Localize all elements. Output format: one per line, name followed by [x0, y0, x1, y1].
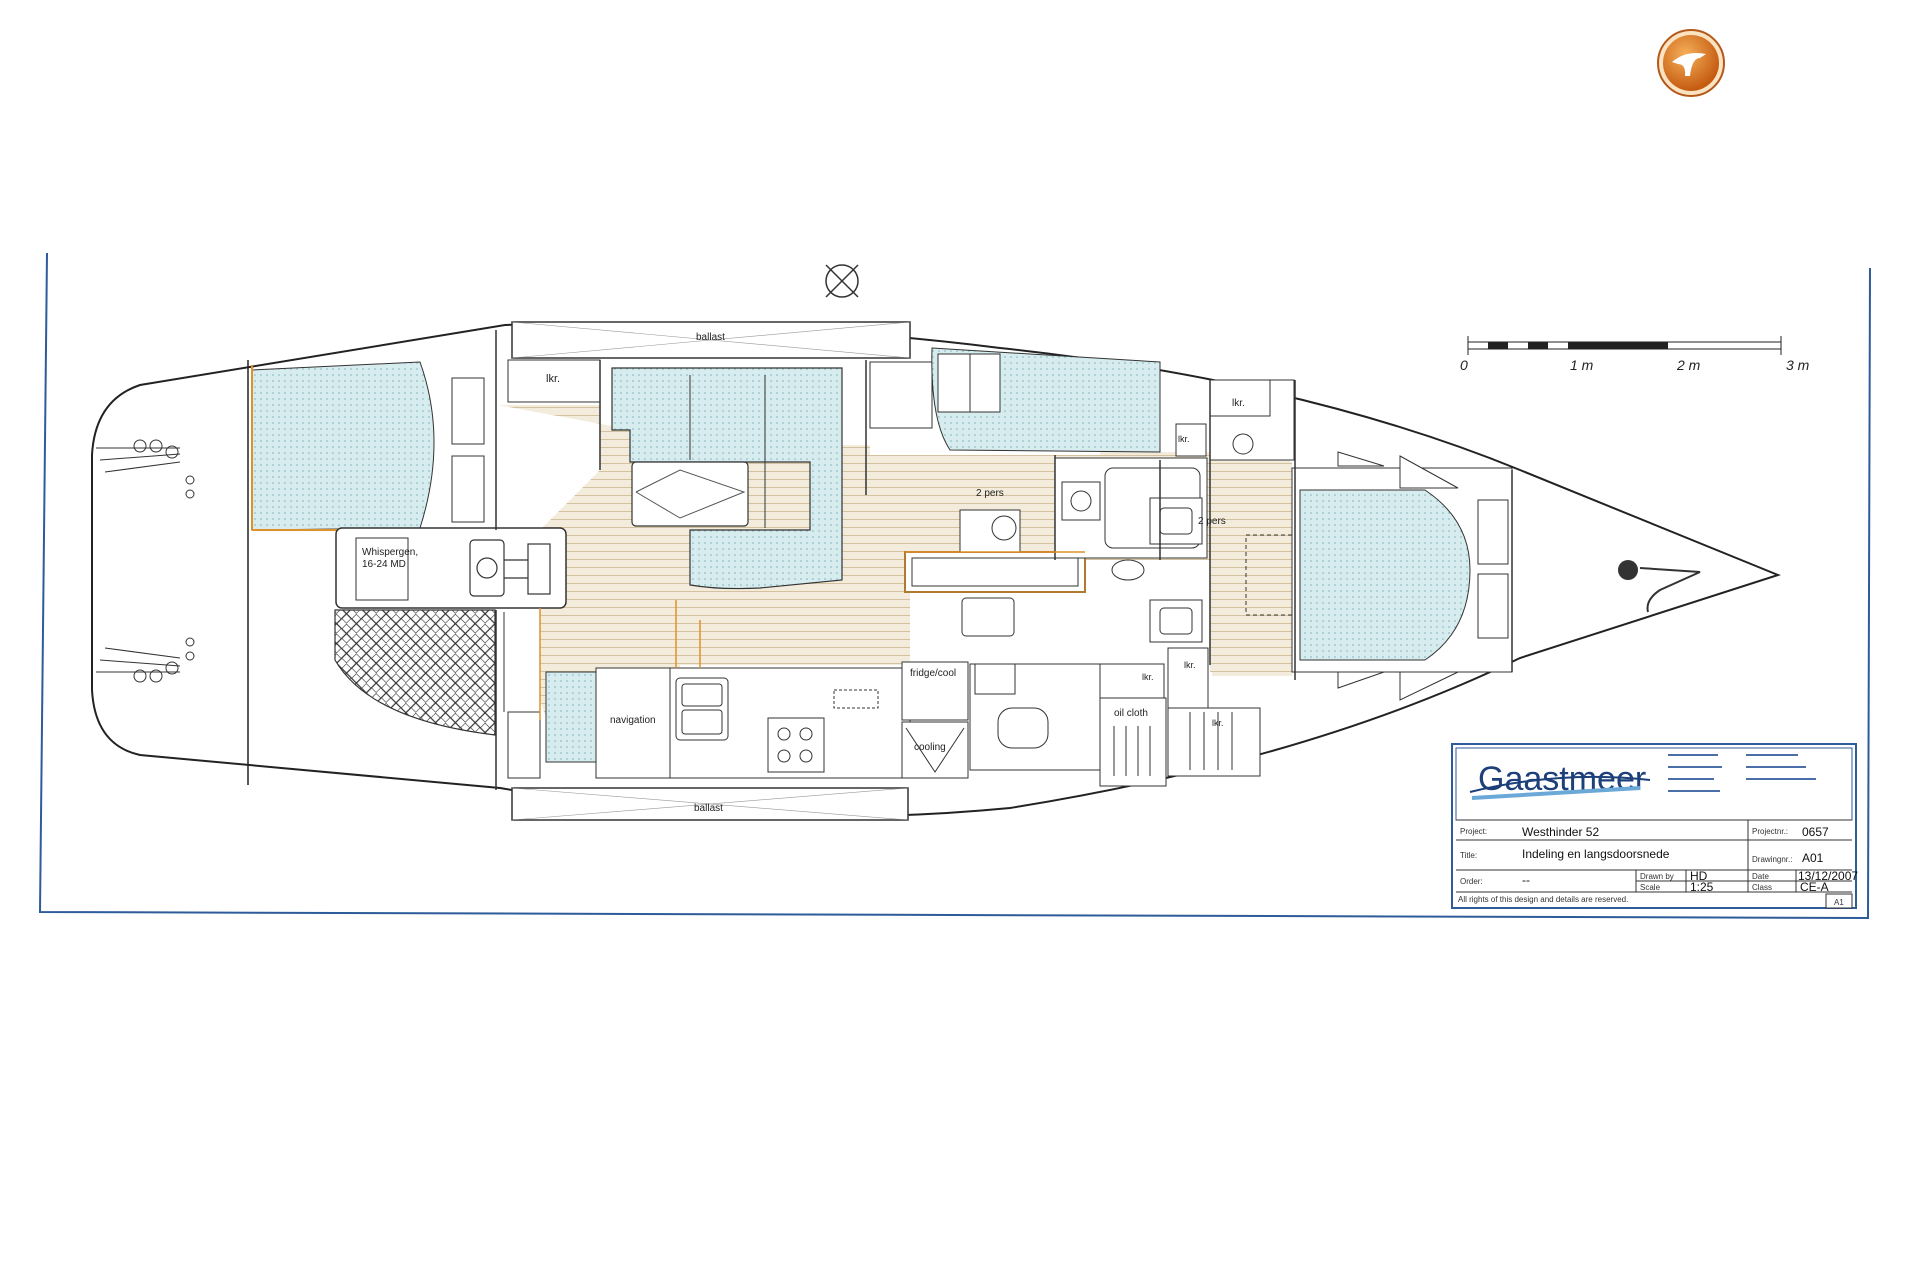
drawingnr-value: A01	[1802, 851, 1824, 865]
nav-seat	[545, 671, 597, 763]
toilet-mid	[1111, 559, 1145, 581]
locker-label: lkr.	[1142, 672, 1154, 682]
hanging-locker	[1167, 707, 1261, 777]
aft-bunk	[251, 361, 435, 531]
wc-forward-2	[1149, 599, 1203, 643]
scale-tick: 0	[1460, 357, 1468, 373]
cushion	[969, 353, 1001, 413]
cooling-label: cooling	[914, 742, 946, 753]
date-label: Date	[1752, 872, 1769, 881]
cushion	[451, 455, 485, 523]
cushion	[1477, 573, 1509, 639]
fwd-bunk	[1299, 489, 1471, 661]
scale-tick: 3 m	[1786, 357, 1810, 373]
aft-locker-lower	[507, 711, 541, 779]
scale-value: 1:25	[1690, 880, 1714, 894]
locker-label: lkr.	[1178, 434, 1190, 444]
two-pers-mid: 2 pers	[976, 488, 1004, 499]
cushion	[937, 353, 971, 413]
projectnr-label: Projectnr.:	[1752, 827, 1788, 836]
locker-lower-a	[1099, 663, 1165, 699]
fridge-label: fridge/cool	[910, 668, 956, 679]
scale-bar: 0 1 m 2 m 3 m	[1460, 336, 1810, 373]
generator-label: Whispergen,	[362, 547, 418, 558]
boat-logo-icon	[1657, 29, 1725, 97]
project-value: Westhinder 52	[1522, 825, 1599, 839]
bulkheads	[495, 330, 1296, 790]
basin-lower	[974, 663, 1016, 695]
fridge	[901, 661, 969, 721]
sheet-frame	[38, 252, 1871, 920]
cushion	[1477, 499, 1509, 565]
drawingnr-label: Drawingnr.:	[1752, 855, 1792, 864]
class-label: Class	[1752, 883, 1772, 892]
cockpit-grating	[334, 609, 496, 736]
stove	[767, 717, 825, 773]
nav-label: navigation	[610, 715, 656, 726]
washbasin	[1061, 481, 1101, 521]
title-block: Gaastmeer Project: Westhinder 52 Project…	[1451, 743, 1858, 909]
sheet-size: A1	[1834, 898, 1844, 907]
fwd-basin	[1232, 433, 1254, 455]
scale-tick: 2 m	[1676, 357, 1701, 373]
locker-lower-b	[1167, 647, 1209, 709]
order-value: --	[1522, 873, 1530, 887]
ballast-bottom-label: ballast	[694, 803, 723, 814]
stern-fittings	[96, 439, 195, 683]
cooling	[901, 721, 969, 779]
compass-rose-icon	[825, 264, 859, 298]
rights-note: All rights of this design and details ar…	[1458, 895, 1628, 904]
saloon-table	[631, 461, 749, 527]
drawn-value: HD	[1690, 869, 1708, 883]
locker-label: lkr.	[1184, 660, 1196, 670]
anchor-icon	[1618, 560, 1701, 613]
locker-label: lkr.	[1232, 398, 1245, 409]
scale-label: Scale	[1640, 883, 1661, 892]
nav-table	[595, 667, 671, 779]
generator-box	[355, 537, 409, 601]
forward-floor	[1212, 462, 1292, 676]
date-value: 13/12/2007	[1798, 869, 1858, 883]
locker-label: lkr.	[546, 373, 560, 385]
mid-cabin-locker	[869, 361, 933, 429]
scale-tick: 1 m	[1570, 357, 1594, 373]
title-label: Title:	[1460, 851, 1477, 860]
sink	[675, 677, 729, 741]
wc-forward	[1149, 497, 1203, 545]
oil-cloth-label: oil cloth	[1114, 708, 1148, 719]
generator-model: 16-24 MD	[362, 559, 406, 570]
ballast-top-label: ballast	[696, 332, 725, 343]
projectnr-value: 0657	[1802, 825, 1829, 839]
order-label: Order:	[1460, 877, 1483, 886]
wc-small	[959, 509, 1021, 553]
cushion	[451, 377, 485, 445]
locker-mid	[1175, 423, 1207, 457]
drawn-label: Drawn by	[1640, 872, 1674, 881]
class-value: CE-A	[1800, 880, 1829, 894]
title-value: Indeling en langsdoorsnede	[1522, 847, 1670, 861]
two-pers-fwd: 2 pers	[1198, 516, 1226, 527]
oil-cloth-locker	[1099, 697, 1167, 787]
project-label: Project:	[1460, 827, 1487, 836]
engine-icon	[469, 539, 551, 597]
